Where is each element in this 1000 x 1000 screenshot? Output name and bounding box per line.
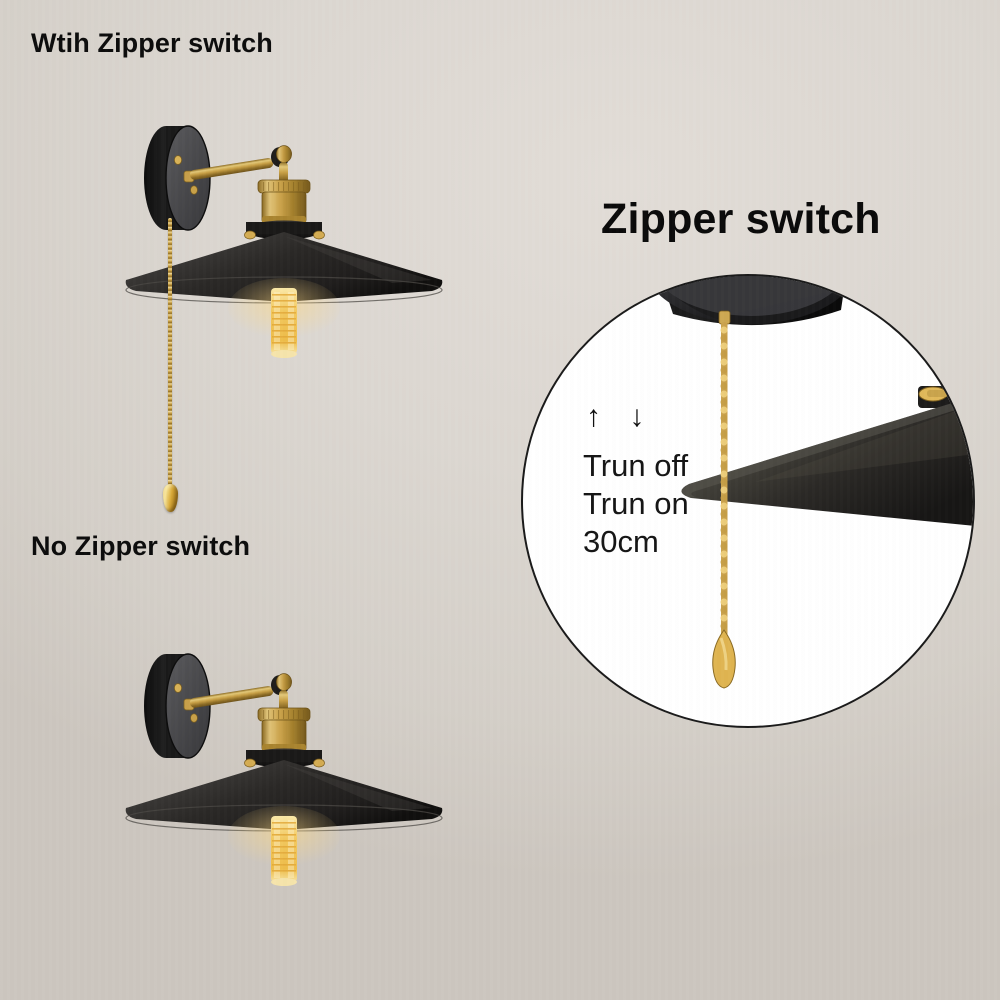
shade-thumbscrew-left	[244, 758, 256, 768]
arm-drop-link	[279, 690, 288, 712]
arm-joint-ball	[276, 145, 292, 163]
lamp-shade-cone	[125, 232, 443, 302]
shade-collar-band	[246, 750, 322, 762]
label-with-zipper-switch: Wtih Zipper switch	[31, 28, 273, 58]
detail-shade-rim	[681, 396, 973, 498]
brass-arm	[189, 686, 274, 708]
shade-collar-band	[246, 222, 322, 234]
led-bulb-tip	[271, 878, 297, 886]
pull-chain-beads[interactable]	[168, 218, 172, 486]
shade-thumbscrew-right	[313, 230, 325, 240]
socket-knurl-lines	[263, 710, 305, 719]
chain-length-label: 30cm	[583, 524, 659, 559]
shade-thumbscrew-left	[244, 230, 256, 240]
detail-illustration	[645, 276, 973, 689]
led-bulb-tip	[271, 350, 297, 358]
lamp-illustration	[125, 653, 443, 886]
wall-plate-screw-lower	[190, 185, 198, 195]
turn-on-label: Trun on	[583, 486, 689, 521]
detail-wall-plate-highlight	[655, 276, 847, 316]
wall-plate-screw-upper	[174, 155, 182, 165]
turn-direction-arrows-icon: ↑ ↓	[586, 400, 655, 433]
detail-chain-pendant-highlight	[719, 637, 728, 671]
wall-plate-screw-upper	[174, 683, 182, 693]
socket-knurl-lines	[263, 182, 305, 191]
pull-chain-pendant[interactable]	[162, 484, 178, 512]
shade-thumbscrew-right	[313, 758, 325, 768]
lamp-shade-sheen	[284, 236, 432, 283]
led-filament-dots	[272, 820, 296, 878]
detail-pull-chain[interactable]	[712, 322, 736, 689]
led-filament-dots	[272, 292, 296, 350]
arm-drop-link	[279, 162, 288, 184]
lamp-without-zipper-switch	[125, 640, 472, 900]
lamp-shade-sheen	[284, 764, 432, 811]
detail-chain-pendant[interactable]	[712, 629, 736, 689]
label-no-zipper-switch: No Zipper switch	[31, 531, 251, 561]
detail-shade-cone	[681, 396, 973, 526]
arm-joint-ball	[276, 673, 292, 691]
lamp-with-zipper-switch	[125, 112, 472, 372]
brass-arm	[189, 158, 274, 180]
detail-shade-thumbscrew	[918, 386, 952, 408]
callout-heading: Zipper switch	[601, 195, 881, 243]
zipper-switch-detail-circle	[521, 274, 975, 728]
lamp-shade-cone	[125, 760, 443, 830]
lamp-illustration	[125, 125, 443, 358]
detail-shade-sheen	[755, 404, 973, 482]
wall-plate-screw-lower	[190, 713, 198, 723]
turn-off-label: Trun off	[583, 448, 689, 483]
